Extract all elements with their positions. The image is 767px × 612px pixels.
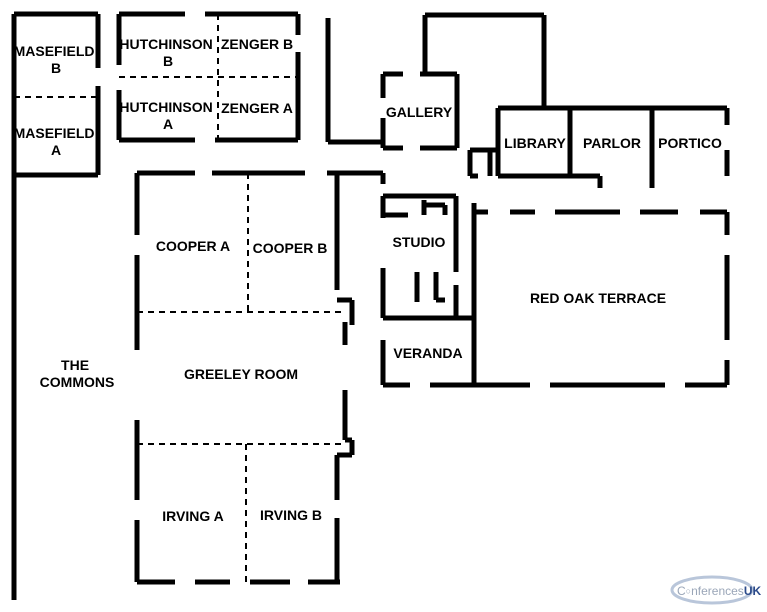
label-cooper-a: COOPER A <box>156 238 230 254</box>
label-masefield-a: MASEFIELD A <box>14 125 99 158</box>
label-parlor: PARLOR <box>583 135 641 151</box>
label-studio: STUDIO <box>393 234 446 250</box>
label-library: LIBRARY <box>504 135 566 151</box>
label-gallery: GALLERY <box>386 104 453 120</box>
label-greeley-room: GREELEY ROOM <box>184 366 298 382</box>
label-hutchinson-b: HUTCHINSON B <box>119 36 216 69</box>
label-red-oak-terrace: RED OAK TERRACE <box>530 290 666 306</box>
label-portico: PORTICO <box>658 135 722 151</box>
label-masefield-b: MASEFIELD B <box>14 43 99 76</box>
label-zenger-a: ZENGER A <box>221 100 293 116</box>
label-hutchinson-a: HUTCHINSON A <box>119 99 216 132</box>
label-cooper-b: COOPER B <box>253 240 328 256</box>
label-the-commons: THE COMMONS <box>40 357 115 390</box>
room-labels: MASEFIELD B MASEFIELD A HUTCHINSON B HUT… <box>14 36 722 524</box>
walls <box>11 11 730 600</box>
logo-swoosh-icon <box>670 575 754 605</box>
logo-text: C○nferencesUK <box>677 584 761 598</box>
conferences-uk-logo: C○nferencesUK <box>670 575 761 605</box>
label-irving-b: IRVING B <box>260 507 322 523</box>
partitions <box>14 14 345 582</box>
label-zenger-b: ZENGER B <box>221 36 293 52</box>
label-veranda: VERANDA <box>393 345 462 361</box>
label-irving-a: IRVING A <box>162 508 223 524</box>
